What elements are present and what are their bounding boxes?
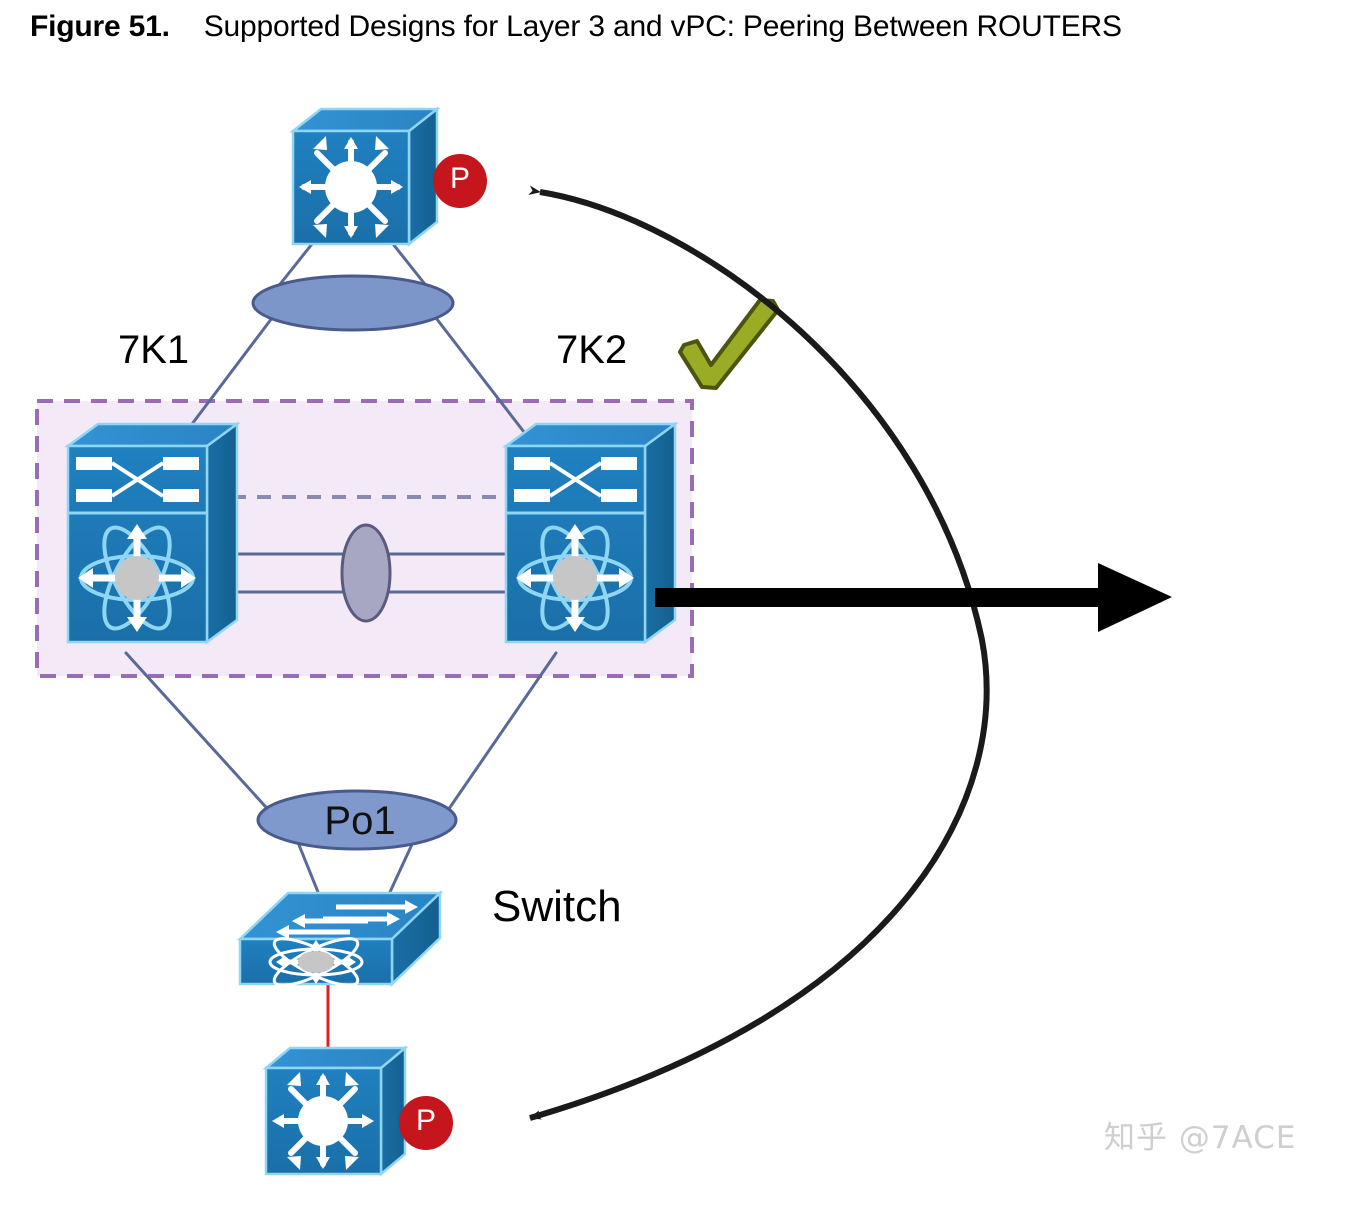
node-label-switch: Switch xyxy=(492,882,622,931)
crossbar-pattern xyxy=(76,457,199,502)
node-label-7k1: 7K1 xyxy=(118,328,190,372)
link-po1-to-switch-right xyxy=(388,838,416,894)
emphasis-right-arrow-icon xyxy=(655,563,1172,632)
link-7k1-to-po1 xyxy=(124,651,276,818)
watermark: 知乎 @7ACE xyxy=(1104,1120,1297,1156)
multilayer-pattern xyxy=(268,937,364,987)
link-router-top-right xyxy=(391,242,430,290)
node-label-po1: Po1 xyxy=(324,799,396,843)
router-bottom-icon xyxy=(262,1045,409,1177)
p-badge-top xyxy=(433,154,487,208)
figure-number: Figure 51. xyxy=(30,10,170,43)
p-badge-top-label: P xyxy=(449,162,470,195)
link-po1-to-switch-left xyxy=(295,838,320,894)
p-badge-bottom-label: P xyxy=(415,1104,436,1137)
green-check-icon xyxy=(678,298,780,390)
router-top-icon xyxy=(289,106,441,247)
topology-links xyxy=(124,242,558,1048)
peer-link-bundle-ellipse xyxy=(340,523,392,623)
link-router-top-left xyxy=(275,242,314,290)
p-badge-bottom xyxy=(399,1096,453,1150)
figure-caption: Figure 51. Supported Designs for Layer 3 … xyxy=(30,10,1122,44)
link-ellipse-to-7k2 xyxy=(434,316,526,434)
multilayer-pattern xyxy=(78,524,196,632)
figure-title: Supported Designs for Layer 3 and vPC: P… xyxy=(203,10,1122,43)
link-ellipse-to-7k1 xyxy=(184,316,274,434)
po1-ellipse xyxy=(256,789,458,851)
callout-curve-arrow xyxy=(528,185,990,1121)
node-label-7k2: 7K2 xyxy=(556,328,628,372)
nexus-7k1-icon xyxy=(64,421,241,645)
multilayer-pattern xyxy=(516,524,634,632)
vpc-peer-link xyxy=(224,523,520,623)
workgroup-switch-icon xyxy=(236,890,444,987)
top-link-ellipse xyxy=(251,274,455,332)
nexus-7k2-icon xyxy=(502,421,679,645)
